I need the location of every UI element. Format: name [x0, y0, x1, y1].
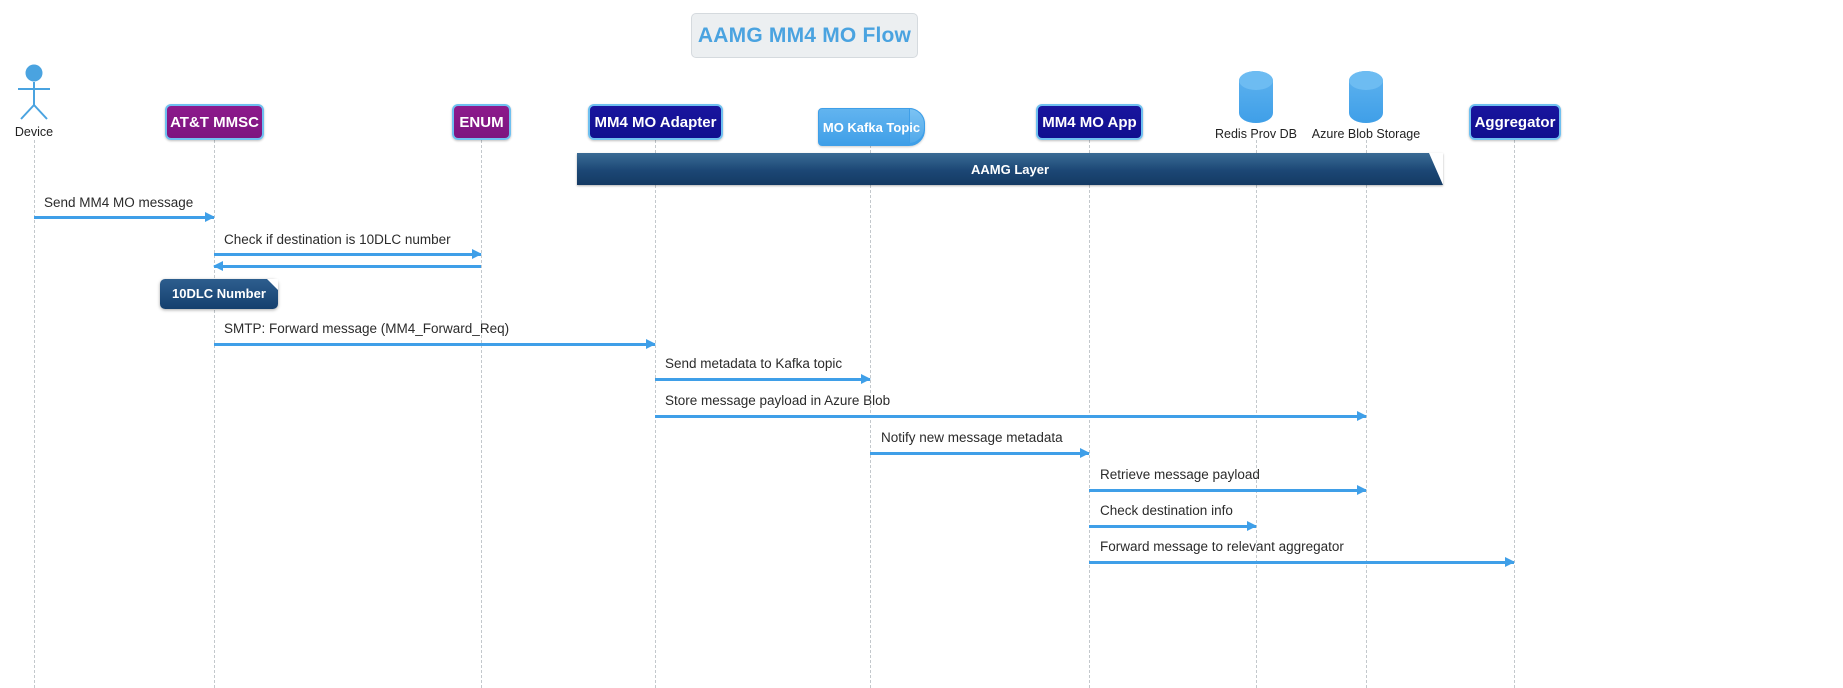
message-arrow-4	[214, 339, 656, 349]
message-label-2: Check if destination is 10DLC number	[224, 232, 451, 247]
message-arrow-6	[655, 411, 1367, 421]
message-label-8: Retrieve message payload	[1100, 467, 1260, 482]
message-label-5: Send metadata to Kafka topic	[665, 356, 843, 371]
participant-label-azure-blob-storage: Azure Blob Storage	[1311, 127, 1421, 141]
diagram-title-box: AAMG MM4 MO Flow	[691, 13, 918, 58]
participant-label-aggregator: Aggregator	[1474, 113, 1556, 131]
participant-label-redis-prov-db: Redis Prov DB	[1215, 127, 1297, 141]
note-10dlc-number: 10DLC Number	[160, 279, 278, 309]
message-arrow-8	[1089, 485, 1367, 495]
message-label-4: SMTP: Forward message (MM4_Forward_Req)	[224, 321, 510, 336]
participant-redis-prov-db[interactable]: Redis Prov DB	[1195, 71, 1317, 141]
lifeline-adapter	[655, 140, 656, 688]
message-label-10: Forward message to relevant aggregator	[1100, 539, 1344, 554]
participant-label-enum: ENUM	[459, 113, 504, 131]
aamg-layer-label: AAMG Layer	[970, 161, 1050, 177]
message-label-9: Check destination info	[1100, 503, 1233, 518]
lifeline-kafka	[870, 140, 871, 688]
participant-att-mmsc[interactable]: AT&T MMSC	[165, 104, 264, 140]
participant-mm4-mo-app[interactable]: MM4 MO App	[1036, 104, 1143, 140]
participant-label-mm4-mo-adapter: MM4 MO Adapter	[594, 113, 717, 131]
participant-label-mm4-mo-app: MM4 MO App	[1042, 113, 1137, 131]
participant-azure-blob-storage[interactable]: Azure Blob Storage	[1292, 71, 1440, 141]
lifeline-agg	[1514, 140, 1515, 688]
actor-stick-figure-icon	[18, 64, 50, 120]
database-cylinder-icon	[1349, 71, 1383, 123]
participant-enum[interactable]: ENUM	[452, 104, 511, 140]
database-cylinder-icon	[1239, 71, 1273, 123]
message-arrow-3-return	[213, 261, 481, 271]
participant-label-device: Device	[14, 125, 54, 139]
message-arrow-7	[870, 448, 1090, 458]
message-label-6: Store message payload in Azure Blob	[665, 393, 891, 408]
participant-device[interactable]: Device	[4, 64, 64, 139]
message-arrow-5	[655, 374, 871, 384]
message-label-1: Send MM4 MO message	[44, 195, 194, 210]
message-arrow-1	[34, 212, 215, 222]
message-arrow-10	[1089, 557, 1515, 567]
lifeline-device	[34, 140, 35, 688]
message-label-7: Notify new message metadata	[881, 430, 1063, 445]
note-text: 10DLC Number	[172, 286, 266, 301]
lifeline-redis	[1256, 140, 1257, 688]
message-arrow-9	[1089, 521, 1257, 531]
lifeline-mmsc	[214, 140, 215, 688]
page-title: AAMG MM4 MO Flow	[697, 23, 912, 47]
participant-label-mo-kafka-topic: MO Kafka Topic	[822, 119, 921, 135]
participant-mo-kafka-topic[interactable]: MO Kafka Topic	[818, 108, 925, 146]
lifeline-enum	[481, 140, 482, 688]
lifeline-app	[1089, 140, 1090, 688]
participant-label-att-mmsc: AT&T MMSC	[170, 113, 259, 131]
aamg-layer-banner: AAMG Layer	[577, 153, 1443, 185]
participant-mm4-mo-adapter[interactable]: MM4 MO Adapter	[588, 104, 723, 140]
participant-aggregator[interactable]: Aggregator	[1469, 104, 1561, 140]
message-arrow-2	[214, 249, 482, 259]
